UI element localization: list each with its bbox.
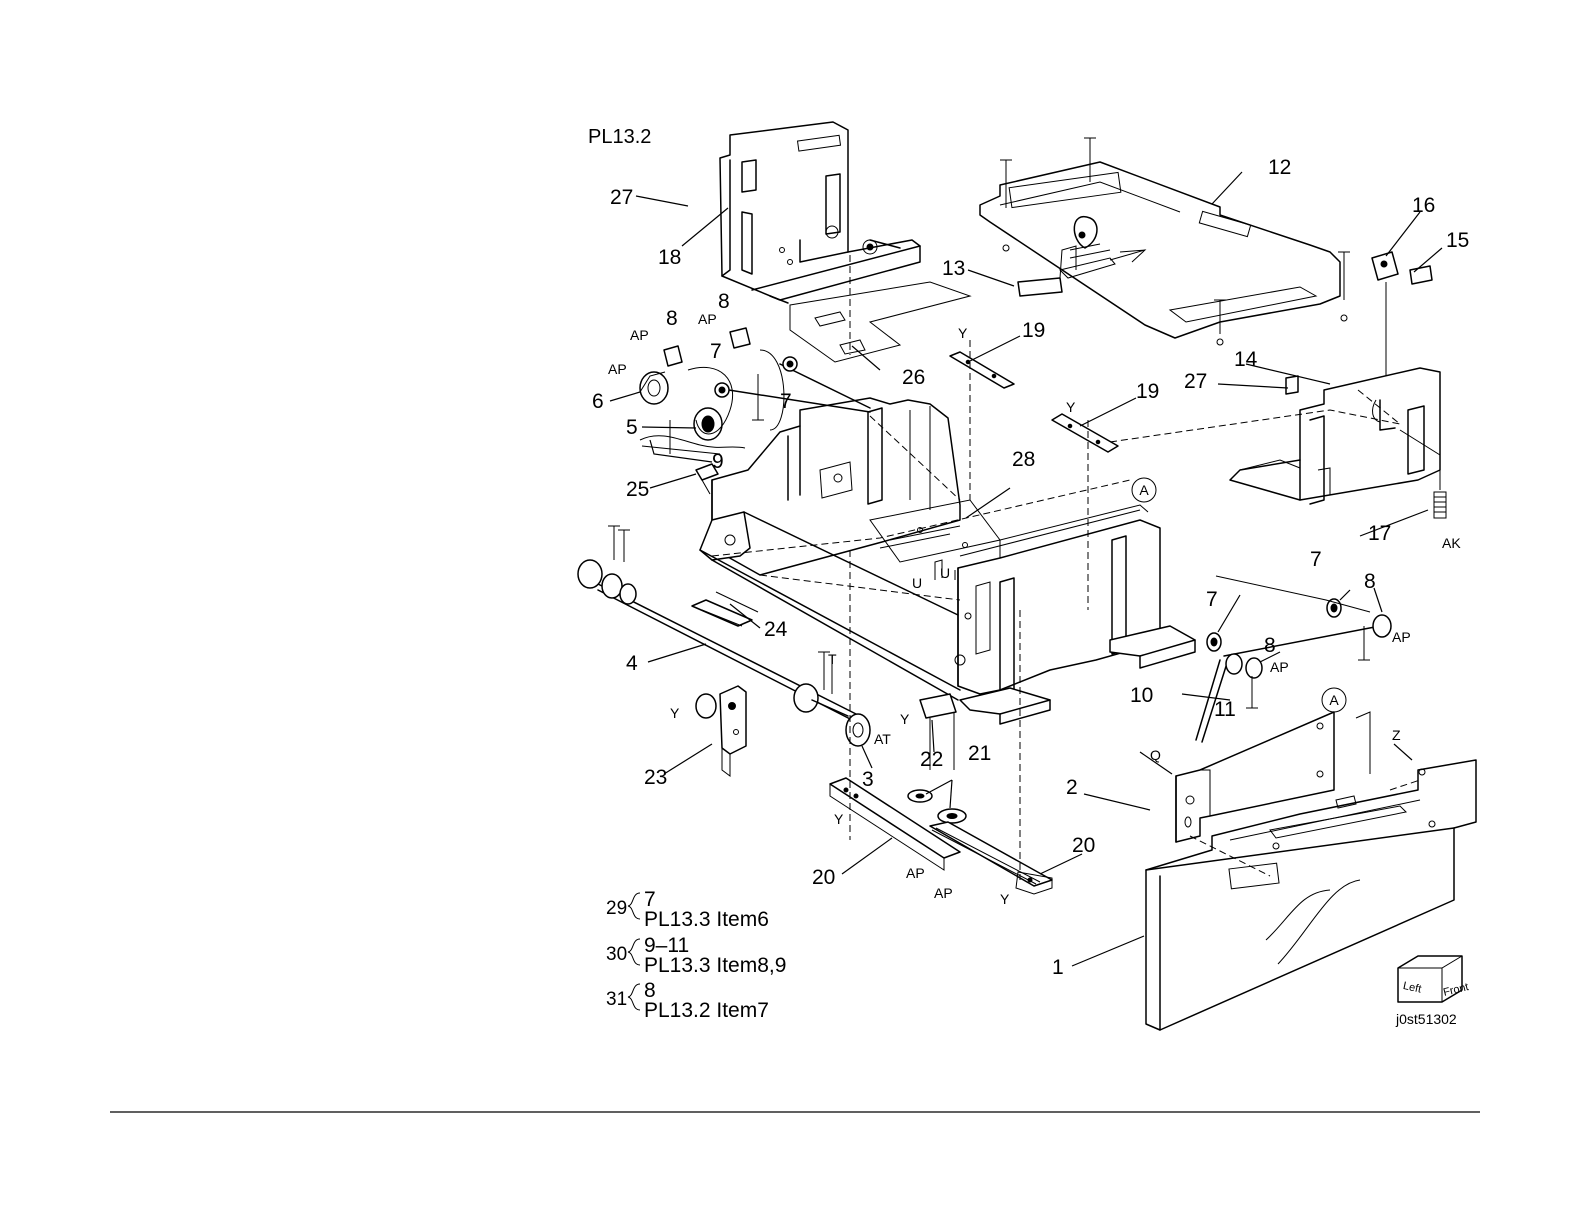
callout-7-mid: 7 [780, 390, 792, 413]
note-31: 31 8 PL13.2 Item7 [606, 979, 769, 1022]
part-23-bracket [696, 686, 746, 776]
tag-y: Y [834, 811, 844, 827]
callout-26: 26 [902, 366, 925, 389]
tag-z: Z [1392, 727, 1401, 743]
part-14-bracket [1230, 368, 1440, 504]
callout-12: 12 [1268, 156, 1291, 179]
note-30: 30 9–11 PL13.3 Item8,9 [606, 934, 786, 977]
callout-18: 18 [658, 246, 681, 269]
image-code: j0st51302 [1395, 1011, 1457, 1027]
part-28-frame [700, 398, 1195, 724]
note-line2: PL13.3 Item6 [644, 908, 769, 931]
part-18-bracket [720, 122, 920, 303]
callout-1: 1 [1052, 956, 1064, 979]
tag-ap: AP [1392, 629, 1411, 645]
part-27-pad-right [1286, 376, 1298, 394]
callout-14: 14 [1234, 348, 1258, 371]
tag-u: U [912, 575, 922, 591]
callout-20-left: 20 [812, 866, 835, 889]
callout-7-right-upper: 7 [1310, 548, 1322, 571]
tag-ap: AP [906, 865, 925, 881]
callout-23: 23 [644, 766, 667, 789]
tag-ak: AK [1442, 535, 1461, 551]
callout-27-left: 27 [610, 186, 633, 209]
part-6-pulley [640, 372, 668, 404]
svg-text:A: A [1329, 692, 1339, 708]
part-16-switch [1372, 252, 1398, 380]
callout-27-right: 27 [1184, 370, 1207, 393]
tag-y: Y [670, 705, 680, 721]
tag-u: U [940, 565, 950, 581]
callout-2: 2 [1066, 776, 1078, 799]
circle-marker-a-upper: A [1132, 478, 1156, 502]
callout-13: 13 [942, 257, 965, 280]
note-line2: PL13.3 Item8,9 [644, 954, 786, 977]
callout-6: 6 [592, 390, 604, 413]
callout-15: 15 [1446, 229, 1469, 252]
callout-21: 21 [968, 742, 991, 765]
note-line2: PL13.2 Item7 [644, 999, 769, 1022]
note-29: 29 7 PL13.3 Item6 [606, 888, 769, 931]
callout-10: 10 [1130, 684, 1153, 707]
callout-8-right-lower: 8 [1264, 634, 1276, 657]
callout-3: 3 [862, 768, 874, 791]
tag-q: Q [1150, 747, 1161, 763]
circle-marker-a-lower: A [1322, 688, 1346, 712]
tag-ap: AP [698, 311, 717, 327]
tag-at: AT [874, 731, 891, 747]
callout-9: 9 [712, 450, 724, 473]
orientation-cube-icon: Left Front [1398, 956, 1470, 1002]
callout-8-left: 8 [666, 307, 678, 330]
svg-text:A: A [1139, 482, 1149, 498]
tag-y: Y [1066, 399, 1076, 415]
tag-y: Y [1000, 891, 1010, 907]
part-19-plate-lower [1052, 414, 1118, 452]
callout-7-right-lower: 7 [1206, 588, 1218, 611]
tag-ap: AP [630, 327, 649, 343]
callout-19-upper: 19 [1022, 319, 1045, 342]
callout-5: 5 [626, 416, 638, 439]
callout-11: 11 [1214, 698, 1236, 721]
callout-19-lower: 19 [1136, 380, 1159, 403]
part-21-washers [908, 790, 966, 823]
tag-y: Y [958, 325, 968, 341]
callout-8-top: 8 [718, 290, 730, 313]
callout-4: 4 [626, 652, 638, 675]
part-19-plate-upper [950, 352, 1014, 388]
callout-16: 16 [1412, 194, 1435, 217]
part-9-spring [640, 436, 745, 454]
plate-title: PL13.2 [588, 126, 651, 148]
tag-ap: AP [608, 361, 627, 377]
part-15-pad [1410, 266, 1432, 284]
part-10-shaft-right [1196, 626, 1380, 742]
callout-28: 28 [1012, 448, 1035, 471]
callout-8-right-upper: 8 [1364, 570, 1376, 593]
callout-7-left: 7 [710, 340, 722, 363]
tag-y: Y [900, 711, 910, 727]
note-number: 29 [606, 898, 627, 919]
callout-20-right: 20 [1072, 834, 1095, 857]
note-number: 31 [606, 989, 627, 1010]
part-5-gear [694, 408, 722, 440]
callout-24: 24 [764, 618, 788, 641]
tag-ap: AP [934, 885, 953, 901]
tag-t: T [828, 651, 837, 667]
callout-17: 17 [1368, 522, 1391, 545]
note-number: 30 [606, 944, 627, 965]
callout-25: 25 [626, 478, 649, 501]
part-24-plate [692, 592, 758, 626]
callout-22: 22 [920, 748, 943, 771]
part-20-rail-right [930, 822, 1052, 894]
part-12-top-cover [980, 162, 1340, 338]
tag-ap: AP [1270, 659, 1289, 675]
